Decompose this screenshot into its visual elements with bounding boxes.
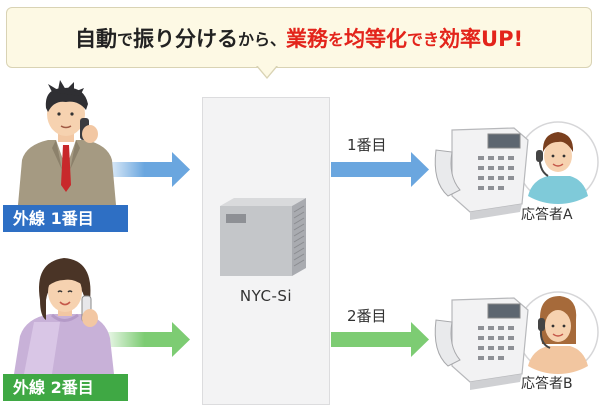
headline-banner: 自動で振り分けるから、業務を均等化でき効率UP! [6, 7, 592, 68]
system-name-label: NYC-Si [239, 287, 293, 305]
headline-part: から、 [237, 29, 286, 49]
incoming-line-1-badge: 外線 1番目 [3, 205, 128, 232]
headline-part: 業務 [285, 26, 328, 51]
route-order-2-label: 2番目 [347, 307, 387, 325]
desk-phone-a-icon [434, 127, 529, 220]
headline-part: 自動 [74, 26, 117, 51]
server-icon [220, 198, 306, 276]
headline-part: 振り分ける [132, 26, 238, 51]
responder-a-label: 応答者A [521, 207, 573, 223]
route-order-1-label: 1番目 [347, 136, 387, 154]
responder-a-avatar [517, 121, 599, 204]
incoming-arrow-1 [100, 152, 190, 187]
route-arrow-1 [331, 152, 429, 187]
headline-part: 均等化 [344, 26, 407, 51]
responder-b-label: 応答者B [521, 376, 573, 392]
banner-tail-inner [257, 65, 277, 77]
incoming-line-2-badge: 外線 2番目 [3, 374, 128, 401]
headline-part: でき [407, 29, 440, 49]
headline-part: を [327, 29, 344, 49]
desk-phone-b-icon [434, 297, 529, 390]
caller-woman-icon [14, 258, 114, 374]
incoming-arrow-2 [100, 322, 190, 357]
responder-b-avatar [517, 291, 599, 374]
route-arrow-2 [331, 322, 429, 357]
caller-man-icon [18, 80, 116, 205]
headline-part: 効率UP! [439, 26, 524, 51]
headline-part: で [116, 29, 133, 49]
